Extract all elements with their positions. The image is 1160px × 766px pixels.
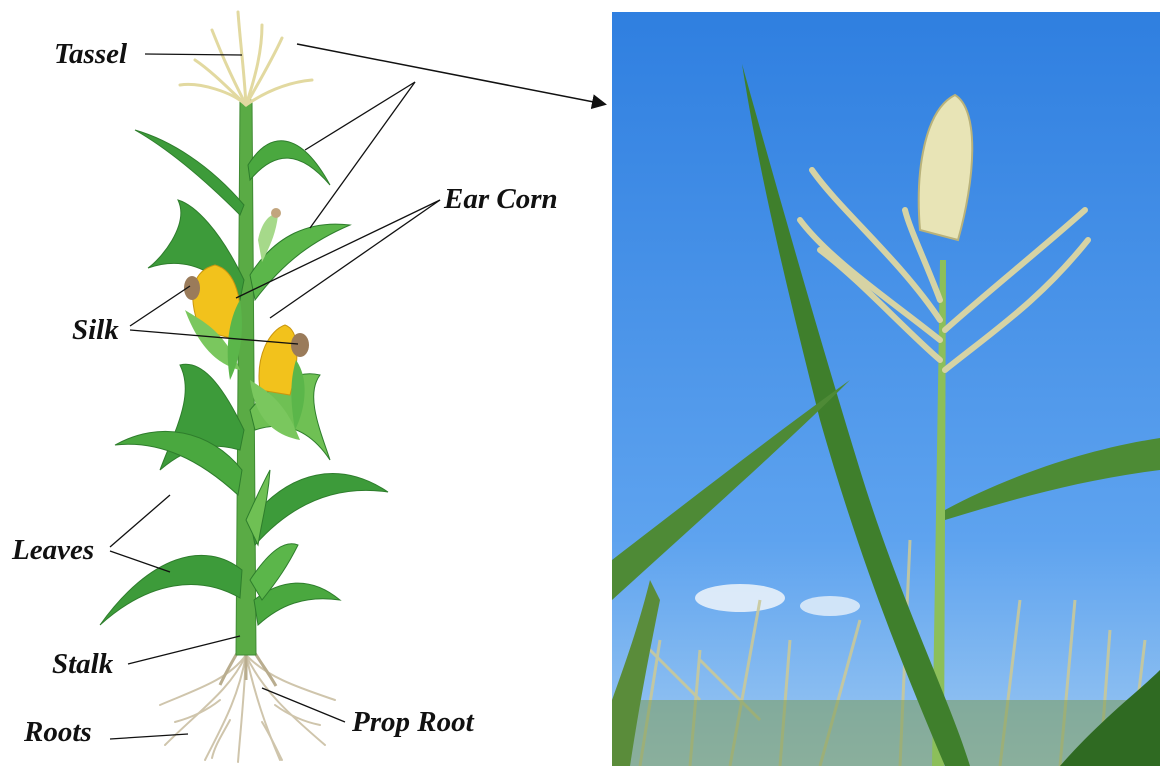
young-silk-drawing: [271, 208, 281, 218]
label-roots: Roots: [24, 718, 92, 747]
label-silk: Silk: [72, 316, 119, 345]
label-tassel: Tassel: [54, 40, 127, 69]
label-prop-root: Prop Root: [352, 708, 474, 737]
ear-upper-drawing: [184, 265, 242, 380]
label-leaves: Leaves: [12, 536, 94, 565]
label-ear-corn: Ear Corn: [444, 185, 558, 214]
label-stalk: Stalk: [52, 650, 113, 679]
